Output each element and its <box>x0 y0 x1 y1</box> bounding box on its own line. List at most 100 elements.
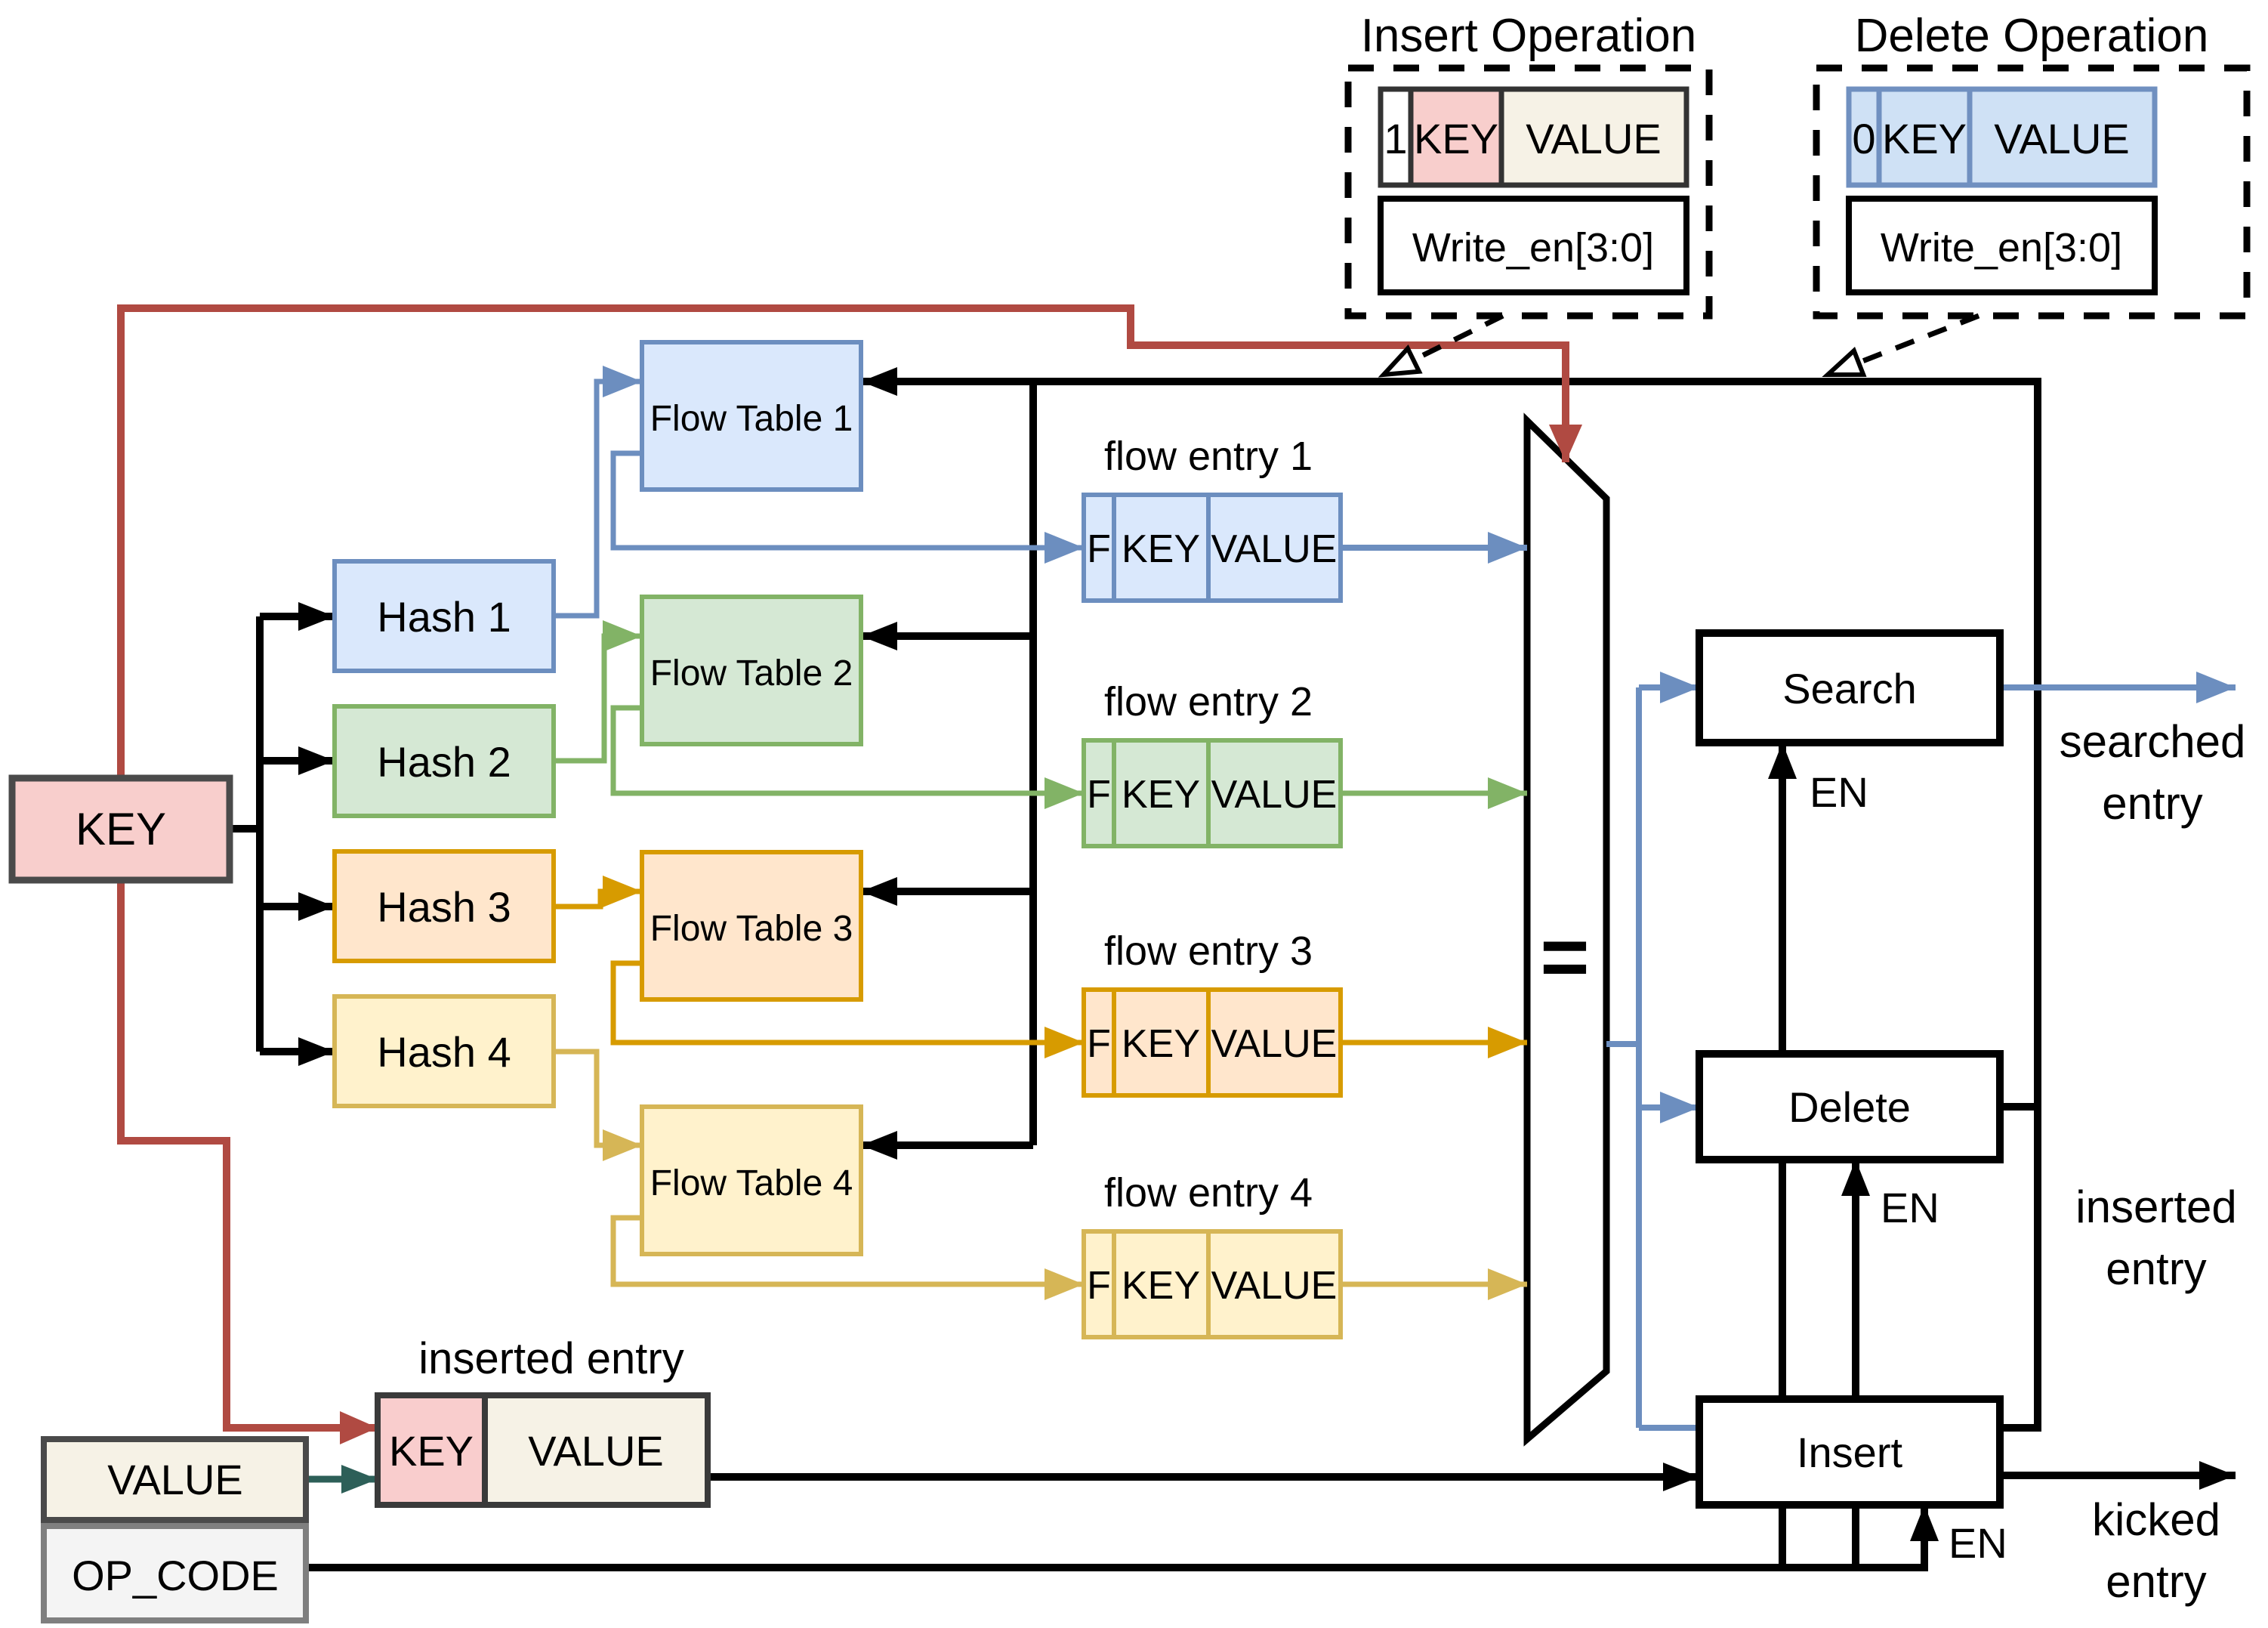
insert-en-label: EN <box>1949 1519 2007 1567</box>
flow-entry-3-flag-cell <box>1082 987 1116 1098</box>
flow-entry-1-value-label: VALUE <box>1211 527 1338 571</box>
flow-entry-2: flow entry 2 F KEY VALUE <box>1082 679 1343 848</box>
insert-legend-title: Insert Operation <box>1361 10 1697 62</box>
inserted-entry-feedback-line <box>861 367 2041 1432</box>
flow-table-3-box <box>640 850 863 1002</box>
flow-entry-3: flow entry 3 F KEY VALUE <box>1082 928 1343 1098</box>
inserted-entry-key-label: KEY <box>389 1427 474 1475</box>
flow-entry-2-flag-label: F <box>1087 773 1111 817</box>
flow-entry-2-title: flow entry 2 <box>1104 679 1313 724</box>
flow-entry-4-flag-label: F <box>1087 1264 1111 1308</box>
flow-entry-4-key-cell <box>1112 1229 1211 1339</box>
delete-legend-title: Delete Operation <box>1855 10 2209 62</box>
flow-entry-1-key-cell <box>1112 493 1211 603</box>
flow-entry-4: flow entry 4 F KEY VALUE <box>1082 1170 1343 1339</box>
operation-blocks: Search Delete Insert EN EN EN <box>1696 629 2007 1567</box>
flow-entry-3-value-cell <box>1206 987 1343 1098</box>
kicked-entry-label-1: kicked <box>2092 1494 2220 1545</box>
insert-box <box>1696 1395 2004 1509</box>
bottom-inputs: VALUE OP_CODE <box>41 1436 309 1623</box>
hash-to-table-connectors <box>554 366 642 1161</box>
flow-entry-2-key-label: KEY <box>1122 773 1200 817</box>
black-connectors <box>230 367 2236 1571</box>
inserted-entry-label-2: entry <box>2106 1243 2206 1294</box>
flow-entry-2-key-cell <box>1112 738 1211 848</box>
comparator-equals-symbol: = <box>1540 910 1589 1004</box>
flow-table-4-label: Flow Table 4 <box>650 1163 853 1203</box>
flow-entry-1-title: flow entry 1 <box>1104 434 1313 479</box>
kicked-entry-label-2: entry <box>2106 1556 2206 1607</box>
inserted-entry-key-cell <box>375 1392 488 1508</box>
hash-2-label: Hash 2 <box>377 738 511 786</box>
key-input-label: KEY <box>76 804 166 854</box>
flow-entry-3-value-label: VALUE <box>1211 1022 1338 1066</box>
op-code-line-insert-en <box>306 1505 1939 1571</box>
table1-to-entry1-line <box>610 450 1084 564</box>
inserted-entry-value-cell <box>482 1392 711 1508</box>
key-to-comparator-line <box>117 304 1582 778</box>
inserted-entry-title: inserted entry <box>418 1334 683 1383</box>
hash-blocks: Hash 1 Hash 2 Hash 3 Hash 4 <box>332 559 556 1108</box>
key-input-block: KEY <box>8 774 233 884</box>
insert-legend-pointer <box>1384 313 1504 375</box>
search-box <box>1696 629 2004 746</box>
flow-entry-4-value-cell <box>1206 1229 1343 1339</box>
op-code-input-box <box>41 1523 309 1623</box>
key-to-inserted-entry-line <box>117 880 378 1444</box>
insert-legend-key-label: KEY <box>1414 115 1498 162</box>
delete-label: Delete <box>1788 1083 1911 1131</box>
flow-entry-3-flag-label: F <box>1087 1022 1111 1066</box>
table-to-entry-connectors <box>610 450 1084 1300</box>
value-input-box <box>41 1436 309 1523</box>
table2-to-entry2-line <box>610 705 1084 809</box>
insert-legend-value-cell <box>1498 86 1689 188</box>
value-input-label: VALUE <box>107 1456 242 1503</box>
flow-table-2-box <box>640 595 863 746</box>
insert-operation-legend: Insert Operation 1 KEY VALUE Write_en[3:… <box>1344 10 1713 320</box>
flow-table-4-box <box>640 1104 863 1256</box>
flow-entry-1-flag-cell <box>1082 493 1116 603</box>
insert-write-en-box <box>1378 196 1689 295</box>
flow-table-1-label: Flow Table 1 <box>650 399 853 439</box>
delete-legend-box <box>1813 64 2251 320</box>
inserted-entry-value-label: VALUE <box>528 1427 663 1475</box>
flow-table-blocks: Flow Table 1 Flow Table 2 Flow Table 3 F… <box>640 340 863 1256</box>
delete-legend-key-label: KEY <box>1882 115 1967 162</box>
insert-legend-bit-label: 1 <box>1384 115 1407 162</box>
searched-entry-label-2: entry <box>2102 778 2202 829</box>
search-en-label: EN <box>1810 768 1868 816</box>
delete-legend-pointer <box>1828 313 1980 378</box>
delete-operation-legend: Delete Operation 0 KEY VALUE Write_en[3:… <box>1813 10 2251 320</box>
red-key-lines <box>117 304 1582 1444</box>
delete-legend-bit-label: 0 <box>1852 115 1875 162</box>
flow-entry-1: flow entry 1 F KEY VALUE <box>1082 434 1343 603</box>
inserted-entry-label-1: inserted <box>2075 1182 2236 1232</box>
hash-4-label: Hash 4 <box>377 1028 511 1076</box>
delete-write-en-label: Write_en[3:0] <box>1881 225 2122 270</box>
hash-4-box <box>332 994 556 1108</box>
hash4-to-table4-line <box>554 1049 642 1161</box>
comparator-shape <box>1523 412 1610 1447</box>
insert-write-en-label: Write_en[3:0] <box>1412 225 1654 270</box>
searched-entry-label-1: searched <box>2060 716 2246 767</box>
flow-entry-1-flag-label: F <box>1087 527 1111 571</box>
delete-legend-value-cell <box>1967 86 2158 188</box>
hash2-to-table2-line <box>554 620 642 764</box>
flow-entry-2-value-cell <box>1206 738 1343 848</box>
hash-2-box <box>332 704 556 818</box>
hash-3-label: Hash 3 <box>377 883 511 931</box>
hash-1-label: Hash 1 <box>377 593 511 641</box>
delete-write-en-box <box>1846 196 2158 295</box>
flow-entry-2-value-label: VALUE <box>1211 773 1338 817</box>
blue-result-net <box>1606 672 2236 1431</box>
flow-entry-3-key-label: KEY <box>1122 1022 1200 1066</box>
insert-label: Insert <box>1797 1429 1902 1476</box>
hash-1-box <box>332 559 556 673</box>
flow-entry-4-title: flow entry 4 <box>1104 1170 1313 1216</box>
delete-legend-key-cell <box>1876 86 1973 188</box>
entry-to-comparator-arrows <box>1341 532 1527 1300</box>
op-code-input-label: OP_CODE <box>72 1552 279 1599</box>
table4-to-entry4-line <box>610 1215 1084 1300</box>
hash-3-box <box>332 849 556 963</box>
